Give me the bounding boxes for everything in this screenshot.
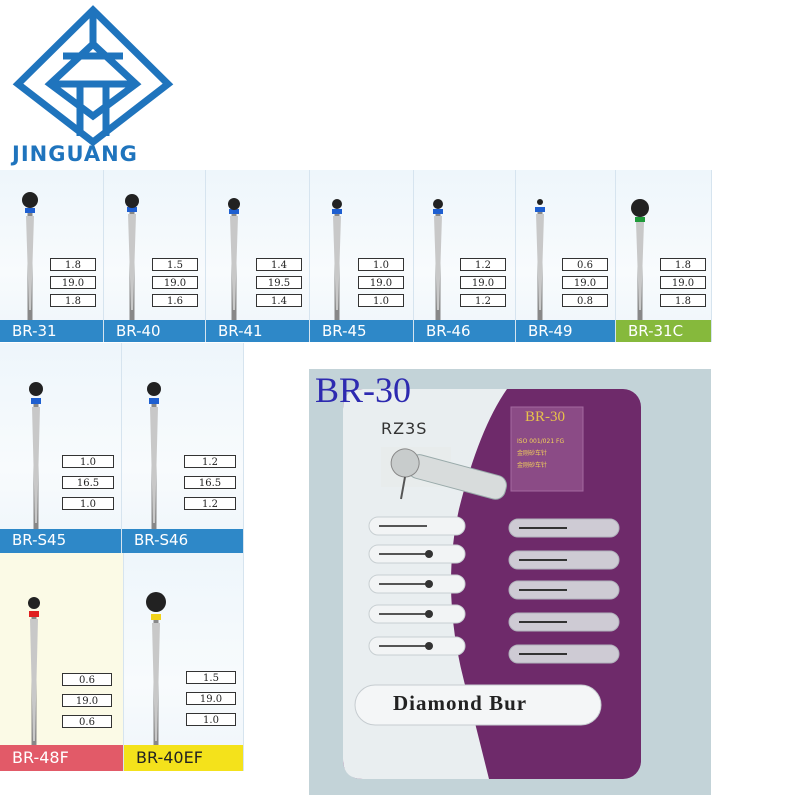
spec-working-length: 0.8 — [562, 294, 608, 307]
spec-working-length: 1.8 — [50, 294, 96, 307]
product-card: 1.5 19.0 1.6 BR-40 — [104, 170, 206, 342]
product-code: BR-49 — [516, 320, 615, 342]
jinguang-logo — [12, 5, 174, 147]
bur-illustration — [433, 199, 443, 320]
product-code: BR-S45 — [0, 529, 121, 553]
spec-head-diameter: 1.5 — [152, 258, 198, 271]
bur-illustration — [28, 597, 40, 753]
product-card: 0.6 19.0 0.8 BR-49 — [516, 170, 616, 342]
spec-head-diameter: 1.2 — [184, 455, 236, 468]
spec-working-length: 1.2 — [460, 294, 506, 307]
product-card: 1.0 19.0 1.0 BR-45 — [310, 170, 414, 342]
product-card: 1.2 16.5 1.2 BR-S46 — [122, 343, 244, 553]
spec-working-length: 1.0 — [358, 294, 404, 307]
spec-total-length: 16.5 — [62, 476, 114, 489]
spec-total-length: 19.0 — [62, 694, 112, 707]
spec-head-diameter: 1.8 — [50, 258, 96, 271]
product-card: 0.6 19.0 0.6 BR-48F — [0, 553, 124, 771]
spec-head-diameter: 1.0 — [62, 455, 114, 468]
spec-head-diameter: 0.6 — [562, 258, 608, 271]
product-card: 1.8 19.0 1.8 BR-31C — [616, 170, 712, 342]
package-brand-mark: RZ3S — [381, 419, 428, 438]
spec-working-length: 1.0 — [186, 713, 236, 726]
spec-total-length: 19.0 — [50, 276, 96, 289]
spec-head-diameter: 1.8 — [660, 258, 706, 271]
spec-working-length: 1.2 — [184, 497, 236, 510]
bur-illustration — [22, 192, 38, 320]
product-code: BR-31C — [616, 320, 711, 342]
spec-total-length: 19.0 — [460, 276, 506, 289]
package-photo: ISO 001/021 FG 金刚砂车针 金刚砂车针 — [309, 369, 711, 795]
product-code: BR-46 — [414, 320, 515, 342]
spec-total-length: 19.0 — [358, 276, 404, 289]
product-code: BR-48F — [0, 745, 123, 771]
bur-illustration — [332, 199, 342, 320]
product-card: 1.2 19.0 1.2 BR-46 — [414, 170, 516, 342]
bur-illustration — [631, 199, 649, 320]
package-card-title: Diamond Bur — [393, 691, 528, 715]
product-code: BR-41 — [206, 320, 309, 342]
spec-head-diameter: 1.2 — [460, 258, 506, 271]
bur-illustration — [147, 382, 161, 533]
product-code: BR-40EF — [124, 745, 243, 771]
brand-name: JINGUANG — [12, 142, 138, 166]
product-card: 1.8 19.0 1.8 BR-31 — [0, 170, 104, 342]
product-code: BR-45 — [310, 320, 413, 342]
package-pack-code: BR-30 — [525, 409, 566, 425]
spec-total-length: 19.0 — [660, 276, 706, 289]
spec-total-length: 19.0 — [562, 276, 608, 289]
spec-head-diameter: 0.6 — [62, 673, 112, 686]
spec-working-length: 0.6 — [62, 715, 112, 728]
svg-text:金刚砂车针: 金刚砂车针 — [517, 461, 547, 469]
bur-illustration — [146, 592, 166, 753]
spec-head-diameter: 1.5 — [186, 671, 236, 684]
spec-working-length: 1.8 — [660, 294, 706, 307]
product-card: 1.5 19.0 1.0 BR-40EF — [124, 553, 244, 771]
bur-illustration — [125, 194, 139, 320]
bur-illustration — [228, 198, 240, 320]
spec-total-length: 19.0 — [186, 692, 236, 705]
spec-total-length: 19.0 — [152, 276, 198, 289]
spec-head-diameter: 1.0 — [358, 258, 404, 271]
bur-package-image: ISO 001/021 FG 金刚砂车针 金刚砂车针 — [343, 389, 641, 779]
product-card: 1.4 19.5 1.4 BR-41 — [206, 170, 310, 342]
svg-text:ISO 001/021 FG: ISO 001/021 FG — [517, 438, 564, 445]
bur-illustration — [29, 382, 43, 533]
product-card: 1.0 16.5 1.0 BR-S45 — [0, 343, 122, 553]
spec-working-length: 1.6 — [152, 294, 198, 307]
spec-head-diameter: 1.4 — [256, 258, 302, 271]
svg-text:金刚砂车针: 金刚砂车针 — [517, 449, 547, 457]
spec-working-length: 1.4 — [256, 294, 302, 307]
spec-total-length: 19.5 — [256, 276, 302, 289]
bur-illustration — [535, 199, 545, 320]
product-code: BR-S46 — [122, 529, 243, 553]
spec-total-length: 16.5 — [184, 476, 236, 489]
spec-working-length: 1.0 — [62, 497, 114, 510]
package-title: BR-30 — [315, 370, 412, 410]
product-code: BR-40 — [104, 320, 205, 342]
product-code: BR-31 — [0, 320, 103, 342]
